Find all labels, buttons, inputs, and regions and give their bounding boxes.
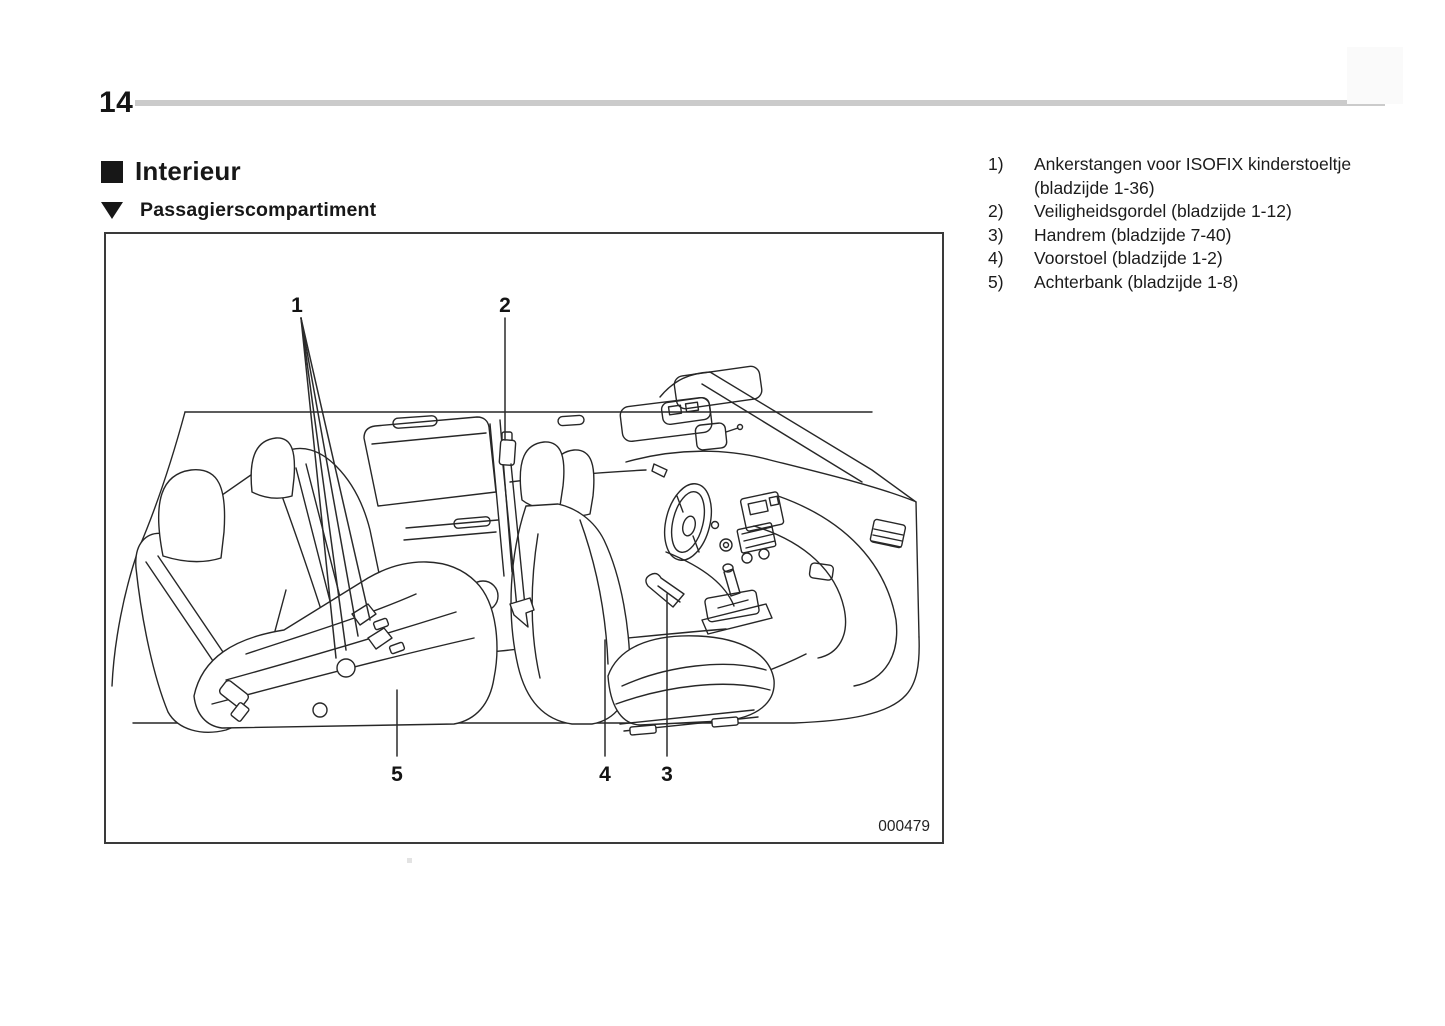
callout-4: 4 [599, 763, 611, 786]
side-air-vent [869, 518, 907, 549]
car-interior-line-drawing: 1 2 5 4 3 000479 [111, 294, 930, 835]
sun-visor [619, 396, 713, 443]
ignition-switch [710, 520, 720, 530]
section-heading: Interieur [101, 156, 241, 187]
interior-figure: 1 2 5 4 3 000479 [104, 232, 944, 844]
rear-headrest [157, 469, 226, 563]
sun-visor [673, 365, 763, 410]
page-number: 14 [99, 86, 134, 119]
front-headrest [519, 441, 565, 509]
glovebox-handle [808, 562, 835, 581]
legend-item: 5) Achterbank (bladzijde 1-8) [988, 271, 1239, 292]
figure-legend: 1) Ankerstangen voor ISOFIX kinderstoelt… [988, 153, 1418, 294]
callout-leader-lines [396, 317, 668, 757]
radio-unit [739, 491, 785, 532]
isofix-anchor [351, 603, 377, 626]
climate-knob [758, 548, 770, 560]
callout-3: 3 [661, 763, 673, 786]
legend-item: 2) Veiligheidsgordel (bladzijde 1-12) [988, 201, 1292, 221]
isofix-anchor [367, 627, 393, 650]
gear-shifter [701, 563, 773, 635]
callout-1-fan-lines [300, 317, 371, 659]
seatbelt-buckle [218, 679, 250, 709]
seat-rail [629, 724, 657, 736]
steering-wheel [651, 463, 733, 561]
seatbelt-retractor [498, 439, 517, 467]
callout-5: 5 [391, 763, 403, 786]
center-stack [736, 491, 785, 564]
rearview-mirror [694, 422, 728, 451]
front-seat-cushion [607, 635, 775, 726]
scan-dot-artifact [407, 858, 412, 863]
header-rule [135, 100, 1385, 106]
seat-rail [711, 716, 739, 728]
legend-item: 3) Handrem (bladzijde 7-40) [988, 224, 1232, 245]
legend-item: 1) Ankerstangen voor ISOFIX kinderstoelt… [988, 154, 1352, 198]
subsection-heading: Passagierscompartiment [101, 199, 376, 222]
front-seatbelt [498, 431, 535, 628]
callout-1: 1 [291, 294, 303, 317]
climate-knob [741, 552, 753, 564]
front-seat [510, 441, 775, 736]
overhead-console-and-visors [619, 365, 763, 451]
turn-signal-stalk [651, 463, 668, 478]
grab-handle [557, 414, 585, 427]
rear-headrest [250, 437, 296, 499]
square-bullet-icon [101, 160, 123, 183]
handbrake-lever [645, 572, 685, 608]
section-title: Interieur [135, 156, 241, 186]
triangle-down-icon [101, 202, 123, 219]
seatbelt-tongue [509, 597, 535, 628]
front-seatback [510, 503, 631, 725]
legend-item: 4) Voorstoel (bladzijde 1-2) [988, 248, 1223, 268]
callout-2: 2 [499, 294, 511, 317]
rear-bench-seat [135, 437, 498, 733]
subsection-title: Passagierscompartiment [140, 199, 377, 221]
cabin-outline [111, 371, 920, 724]
door-handle [453, 516, 491, 529]
scan-artifact [1347, 47, 1403, 104]
grab-handle [392, 415, 438, 429]
figure-code: 000479 [878, 818, 930, 835]
